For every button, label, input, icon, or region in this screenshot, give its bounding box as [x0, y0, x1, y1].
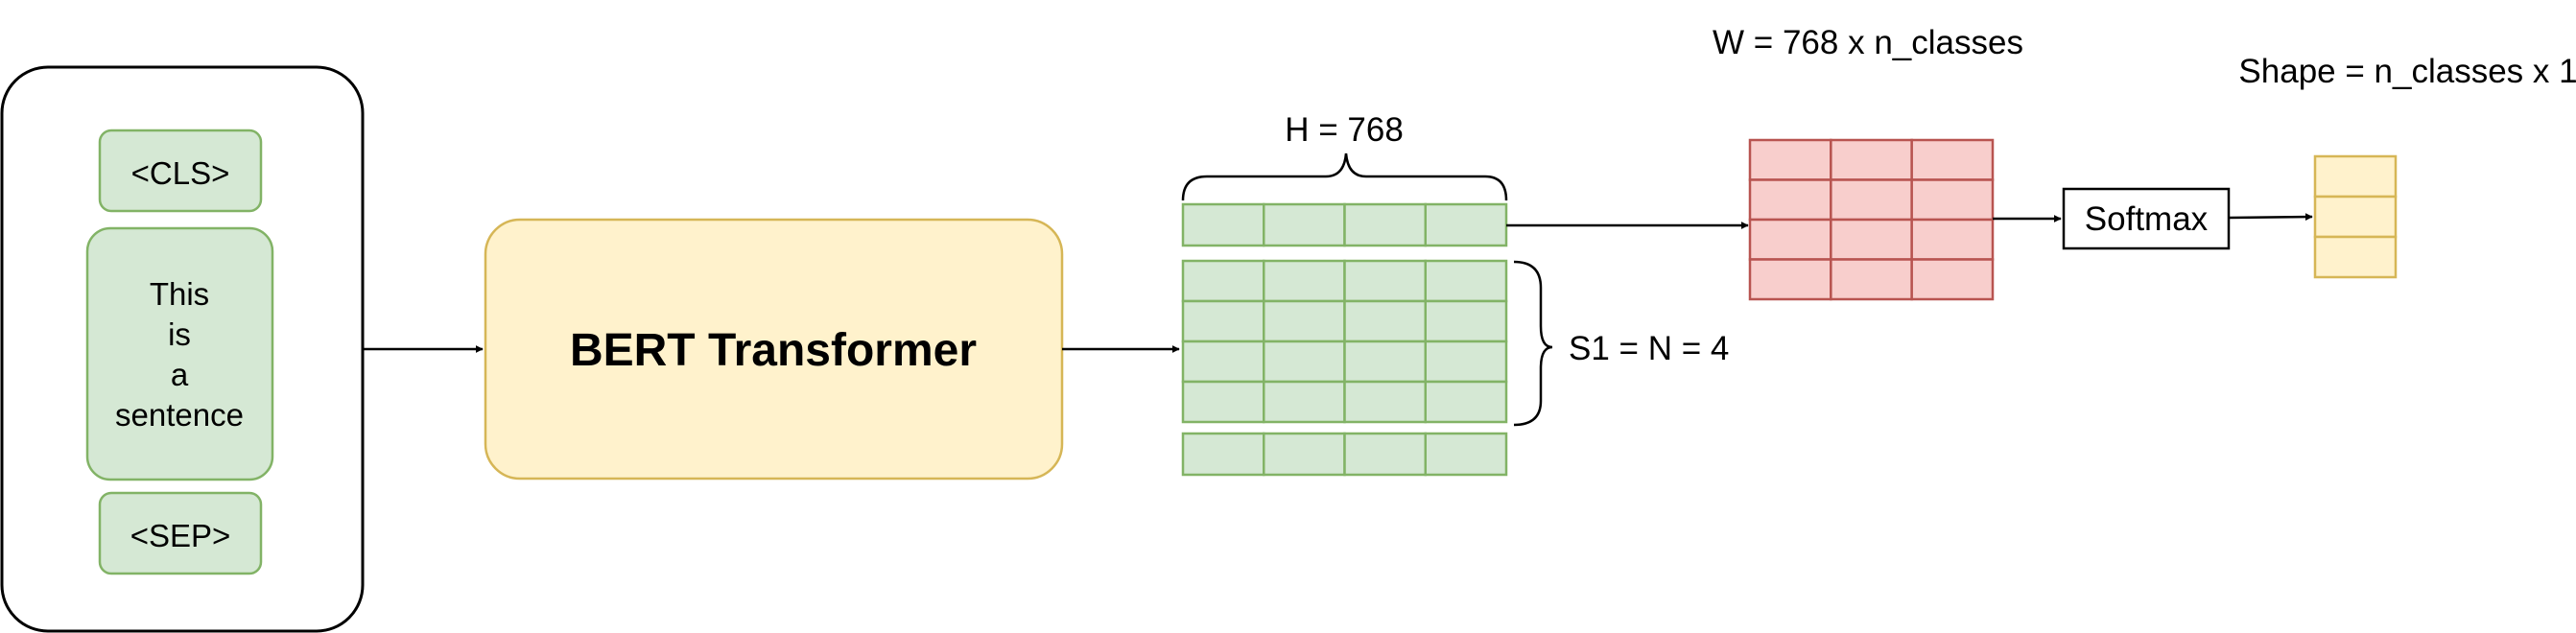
sequence-embedding-cell: [1181, 299, 1265, 343]
sentence-word-3: a: [171, 357, 189, 392]
sequence-embedding-cell: [1424, 380, 1508, 424]
softmax-box: Softmax: [2062, 187, 2231, 250]
cls-token-box: <CLS>: [98, 129, 263, 213]
bert-transformer-box: BERT Transformer: [484, 218, 1064, 481]
output-cell: [2313, 235, 2398, 279]
weights-cell: [1748, 138, 1832, 181]
weights-cell: [1830, 218, 1913, 261]
sentence-word-1: This: [150, 276, 209, 312]
output-cell: [2313, 195, 2398, 239]
sequence-embedding-cell: [1343, 340, 1427, 384]
bert-transformer-label: BERT Transformer: [570, 325, 977, 376]
sequence-length-brace: [1513, 260, 1553, 427]
softmax-label: Softmax: [2085, 200, 2209, 238]
cls-embedding-cell: [1424, 202, 1508, 247]
sequence-embedding-grid: [1181, 259, 1508, 424]
weights-cell: [1830, 138, 1913, 181]
cls-embedding-row: [1181, 202, 1508, 247]
sequence-embedding-cell: [1424, 259, 1508, 303]
weights-cell: [1910, 218, 1995, 261]
weights-cell: [1748, 178, 1832, 222]
sep-token-label: <SEP>: [130, 518, 231, 553]
sentence-box: This is a sentence: [85, 226, 274, 481]
sequence-embedding-cell: [1263, 299, 1346, 343]
sep-embedding-cell: [1263, 432, 1346, 477]
sequence-embedding-cell: [1181, 259, 1265, 303]
weights-matrix: [1748, 138, 1995, 301]
arrow-softmax-to-output: [2228, 213, 2313, 222]
sep-token-box: <SEP>: [98, 491, 263, 575]
sep-embedding-cell: [1343, 432, 1427, 477]
sentence-word-2: is: [168, 316, 191, 352]
hidden-size-label: H = 768: [1285, 111, 1404, 149]
cls-embedding-cell: [1263, 202, 1346, 247]
sequence-embedding-cell: [1263, 340, 1346, 384]
weights-cell: [1830, 178, 1913, 222]
weights-shape-label: W = 768 x n_classes: [1713, 24, 2023, 61]
weights-cell: [1910, 258, 1995, 301]
cls-embedding-cell: [1181, 202, 1265, 247]
sep-embedding-cell: [1424, 432, 1508, 477]
output-shape-label: Shape = n_classes x 1: [2238, 53, 2576, 90]
weights-cell: [1748, 258, 1832, 301]
sequence-embedding-cell: [1181, 340, 1265, 384]
sequence-embedding-cell: [1263, 259, 1346, 303]
output-cell: [2313, 154, 2398, 199]
cls-token-label: <CLS>: [131, 155, 230, 191]
weights-cell: [1910, 138, 1995, 181]
sequence-embedding-cell: [1424, 340, 1508, 384]
sep-embedding-row: [1181, 432, 1508, 477]
sequence-embedding-cell: [1343, 380, 1427, 424]
sequence-embedding-cell: [1263, 380, 1346, 424]
sequence-length-label: S1 = N = 4: [1569, 330, 1729, 367]
output-vector: [2313, 154, 2398, 279]
weights-cell: [1748, 218, 1832, 261]
hidden-size-brace: [1181, 152, 1508, 201]
weights-cell: [1830, 258, 1913, 301]
sequence-embedding-cell: [1343, 299, 1427, 343]
sentence-word-4: sentence: [115, 397, 244, 433]
sequence-embedding-cell: [1343, 259, 1427, 303]
weights-cell: [1910, 178, 1995, 222]
cls-embedding-cell: [1343, 202, 1427, 247]
sep-embedding-cell: [1181, 432, 1265, 477]
sequence-embedding-cell: [1181, 380, 1265, 424]
sequence-embedding-cell: [1424, 299, 1508, 343]
